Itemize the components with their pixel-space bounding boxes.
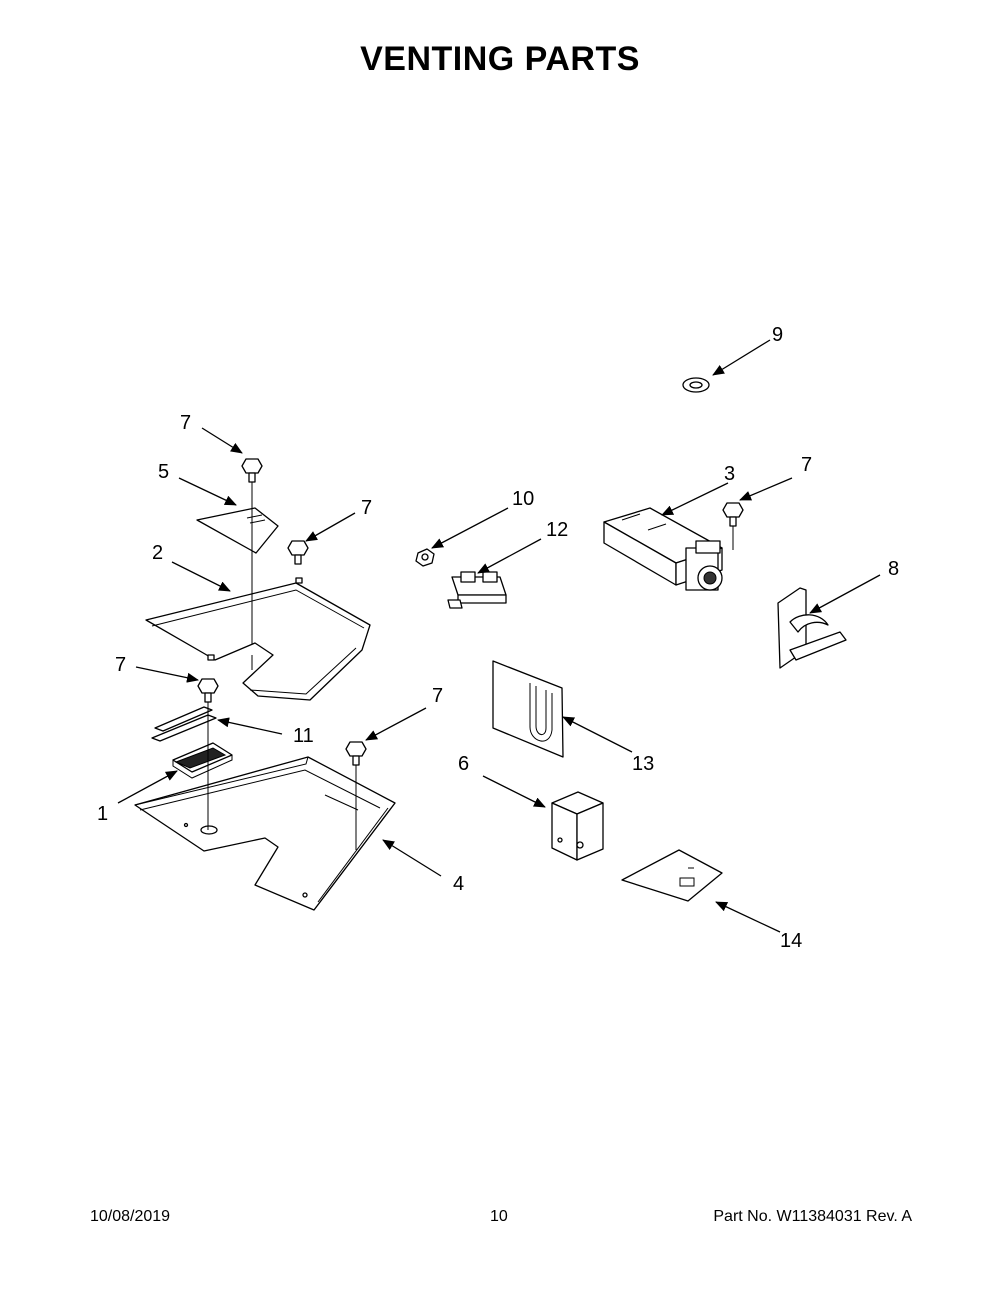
part-11-terminal-block	[447, 571, 507, 609]
part-13-plate	[492, 660, 564, 758]
part-3-blower-assembly	[603, 507, 723, 591]
callout-5: 5	[158, 461, 169, 483]
callout-7: 7	[180, 412, 191, 434]
callout-4: 4	[453, 873, 464, 895]
part-1-damper	[172, 742, 233, 779]
footer-date: 10/08/2019	[90, 1208, 171, 1225]
callout-7: 7	[801, 454, 812, 476]
footer-page-number: 10	[490, 1208, 508, 1225]
callout-14: 14	[780, 930, 802, 952]
part-14-plate	[621, 849, 723, 902]
footer-part-number: Part No. W11384031 Rev. A	[713, 1208, 912, 1225]
callout-1: 1	[97, 803, 108, 825]
callout-2: 2	[152, 542, 163, 564]
callout-10: 9	[772, 324, 783, 346]
part-9-strip	[151, 706, 217, 742]
part-12-nut	[415, 548, 435, 567]
part-7-screw	[197, 678, 219, 703]
callout-3: 3	[724, 463, 735, 485]
part-7-screw	[287, 540, 309, 565]
callout-8: 8	[888, 558, 899, 580]
part-10-grommet	[682, 377, 710, 393]
callout-13: 13	[632, 753, 654, 775]
callout-6: 6	[458, 753, 469, 775]
callout-7: 7	[432, 685, 443, 707]
part-4-base-tray	[134, 756, 396, 911]
callout-7: 7	[361, 497, 372, 519]
callout-9: 11	[293, 725, 314, 747]
part-6-junction-box	[551, 791, 604, 861]
callout-leaders	[117, 339, 881, 933]
page-title: VENTING PARTS	[360, 40, 640, 78]
callout-7: 7	[115, 654, 126, 676]
callout-11: 12	[546, 519, 568, 541]
part-2-panel	[145, 577, 371, 701]
part-7-screw	[241, 458, 263, 483]
part-7-screw	[345, 741, 367, 766]
callout-12: 10	[512, 488, 534, 510]
part-7-screw	[722, 502, 744, 550]
part-5-plate	[196, 507, 279, 554]
part-8-bracket	[777, 587, 847, 669]
